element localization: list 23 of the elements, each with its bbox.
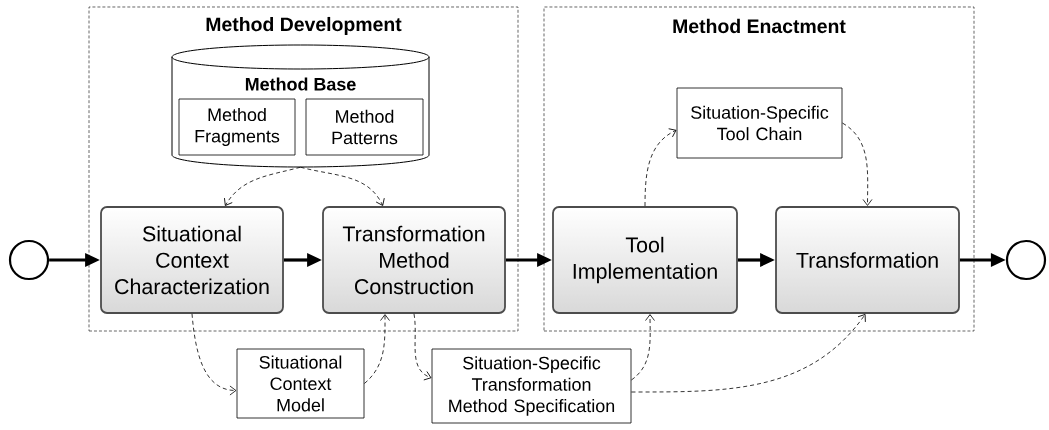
dashed-arrow — [364, 314, 390, 384]
fragment-box: Method Patterns — [305, 98, 424, 156]
dashed-arrow — [842, 122, 873, 206]
database-title: Method Base — [245, 77, 356, 91]
dashed-arrow — [413, 313, 432, 381]
process-box: Transformation Method Construction — [322, 206, 506, 314]
dashed-arrow — [191, 313, 237, 396]
event-circle — [8, 239, 50, 281]
group-title: Method Enactment — [673, 18, 846, 34]
dashed-arrow — [631, 314, 655, 381]
process-box: Transformation — [775, 206, 960, 314]
group-title: Method Development — [206, 16, 402, 36]
event-circle — [1005, 239, 1047, 281]
dashed-arrow — [300, 166, 385, 206]
artifact-box: Situation-Specific Transformation Method Specification — [431, 348, 632, 424]
dashed-arrow — [224, 166, 301, 206]
artifact-box: Situational Context Model — [236, 348, 365, 419]
artifact-box: Situation-Specific Tool Chain — [676, 87, 843, 159]
dashed-arrow — [644, 128, 677, 207]
fragment-box: Method Fragments — [178, 98, 296, 156]
dashed-arrow — [631, 314, 866, 393]
process-box: Situational Context Characterization — [100, 206, 284, 314]
process-box: Tool Implementation — [552, 206, 738, 314]
